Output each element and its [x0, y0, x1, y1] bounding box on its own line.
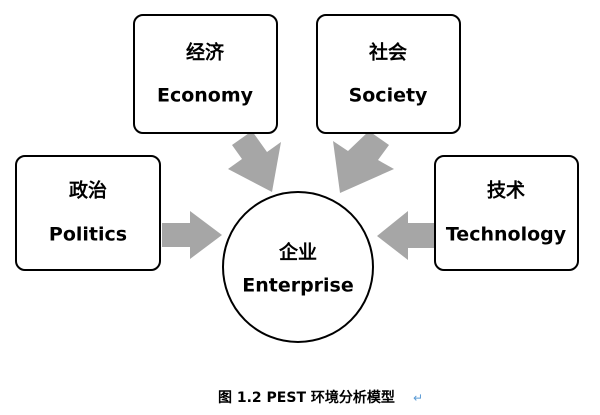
politics-label-zh: 政治 [69, 179, 107, 202]
economy-label-en: Economy [157, 85, 254, 107]
enterprise-label-en: Enterprise [242, 275, 354, 297]
arrow-technology-to-enterprise [377, 211, 436, 260]
node-enterprise: 企业 Enterprise [222, 191, 374, 343]
technology-label-en: Technology [446, 224, 567, 246]
arrow-society-to-enterprise [333, 131, 394, 193]
politics-label-en: Politics [49, 224, 127, 246]
economy-label-zh: 经济 [186, 41, 225, 64]
enterprise-label-zh: 企业 [278, 241, 317, 264]
technology-label-zh: 技术 [487, 179, 525, 202]
society-box [316, 14, 461, 134]
enterprise-circle [222, 191, 374, 343]
caption-text: 图 1.2 PEST 环境分析模型 [218, 389, 395, 406]
arrow-economy-to-enterprise [228, 131, 281, 192]
arrow-politics-to-enterprise [162, 211, 222, 259]
paragraph-return-icon: ↵ [413, 391, 423, 405]
technology-box [434, 155, 579, 271]
arrows [162, 131, 436, 260]
node-economy: 经济 Economy [133, 14, 278, 134]
node-society: 社会 Society [316, 14, 461, 134]
node-technology: 技术 Technology [434, 155, 579, 271]
node-politics: 政治 Politics [15, 155, 161, 271]
economy-box [133, 14, 278, 134]
figure-caption: 图 1.2 PEST 环境分析模型 ↵ [218, 389, 423, 406]
society-label-en: Society [349, 85, 428, 107]
politics-box [15, 155, 161, 271]
society-label-zh: 社会 [368, 41, 407, 64]
